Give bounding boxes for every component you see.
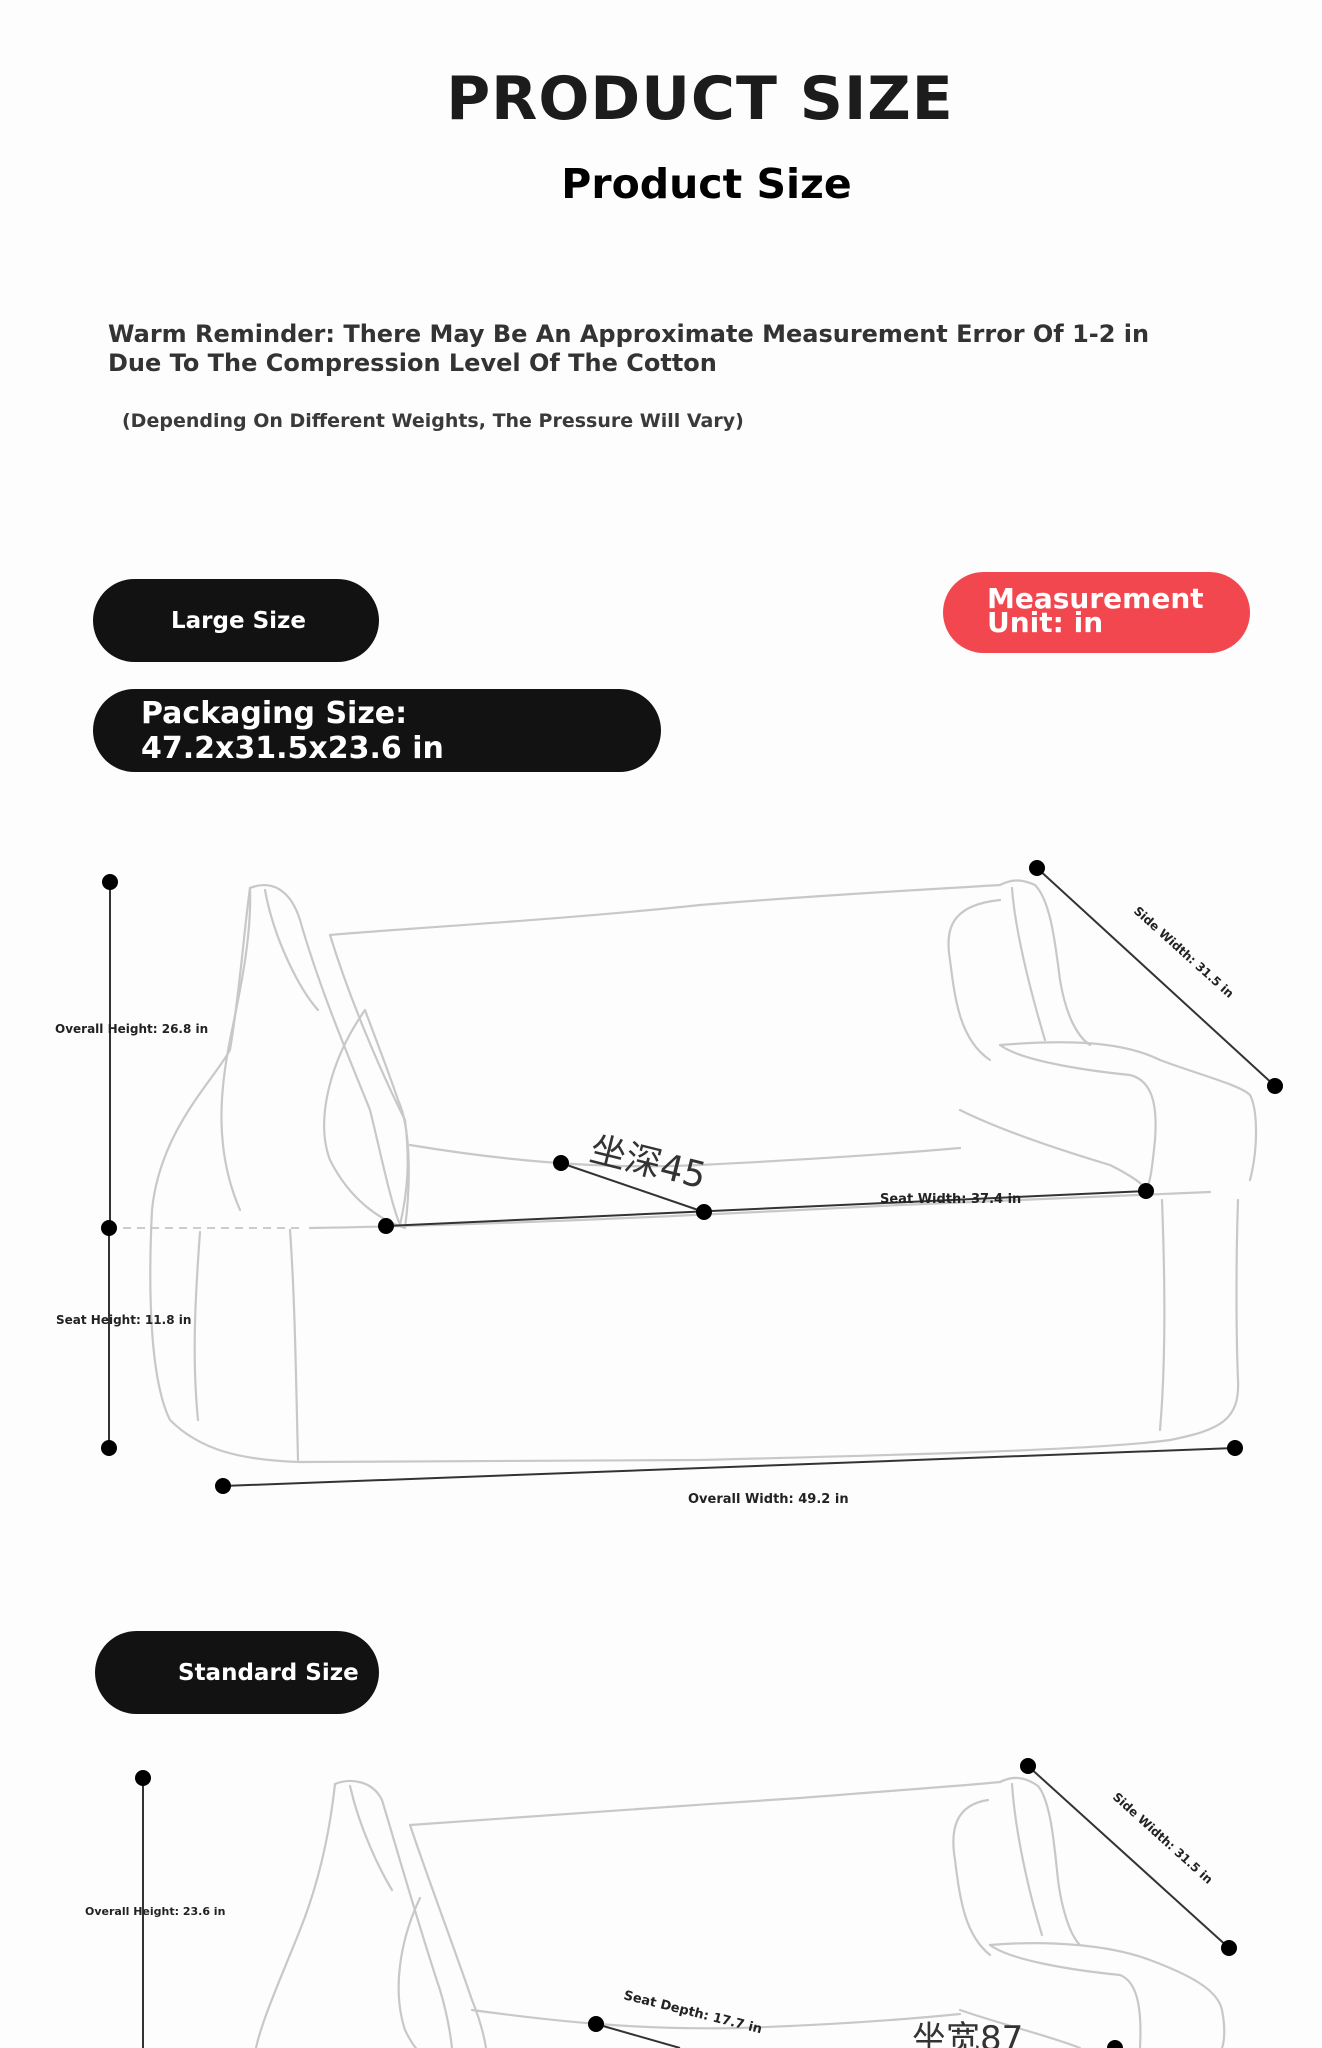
- unit-line-1: Measurement: [987, 582, 1204, 615]
- large-dimension-lines: [108, 867, 1276, 1487]
- large-dimension-points: [101, 860, 1283, 1494]
- warm-reminder: Warm Reminder: There May Be An Approxima…: [108, 320, 1150, 377]
- page-title: PRODUCT SIZE: [446, 64, 954, 134]
- standard-overall-height-label: Overall Height: 23.6 in: [85, 1905, 225, 1918]
- standard-dimension-lines: [142, 1765, 1230, 2048]
- large-sofa-drawing: [149, 879, 1258, 1464]
- packaging-size-label: Packaging Size: 47.2x31.5x23.6 in: [141, 695, 444, 766]
- large-side-width-label: Side Width: 31.5 in: [1131, 904, 1236, 1001]
- page-subtitle: Product Size: [561, 160, 852, 208]
- large-overall-width-label: Overall Width: 49.2 in: [688, 1492, 849, 1507]
- large-seat-depth-cn: 坐深45: [586, 1129, 710, 1197]
- standard-seat-depth-label: Seat Depth: 17.7 in: [622, 1988, 764, 2037]
- standard-dimension-points: [135, 1758, 1237, 2048]
- large-seat-width-label: Seat Width: 37.4 in: [880, 1192, 1021, 1207]
- large-size-label: Large Size: [171, 607, 307, 634]
- measurement-unit-badge: Measurement Unit: in: [943, 572, 1250, 653]
- unit-line-2: Unit: in: [987, 606, 1104, 639]
- large-size-badge: Large Size: [93, 579, 379, 662]
- large-overall-height-label: Overall Height: 26.8 in: [55, 1022, 208, 1036]
- packaging-size-badge: Packaging Size: 47.2x31.5x23.6 in: [93, 689, 661, 772]
- standard-seat-width-cn: 坐宽87: [912, 2019, 1023, 2048]
- reminder-note: (Depending On Different Weights, The Pre…: [122, 410, 744, 432]
- standard-size-label: Standard Size: [178, 1659, 359, 1686]
- standard-size-badge: Standard Size: [95, 1631, 379, 1714]
- standard-sofa-drawing: [254, 1776, 1226, 2048]
- large-seat-height-label: Seat Height: 11.8 in: [56, 1313, 191, 1327]
- standard-side-width-label: Side Width: 31.5 in: [1110, 1790, 1215, 1887]
